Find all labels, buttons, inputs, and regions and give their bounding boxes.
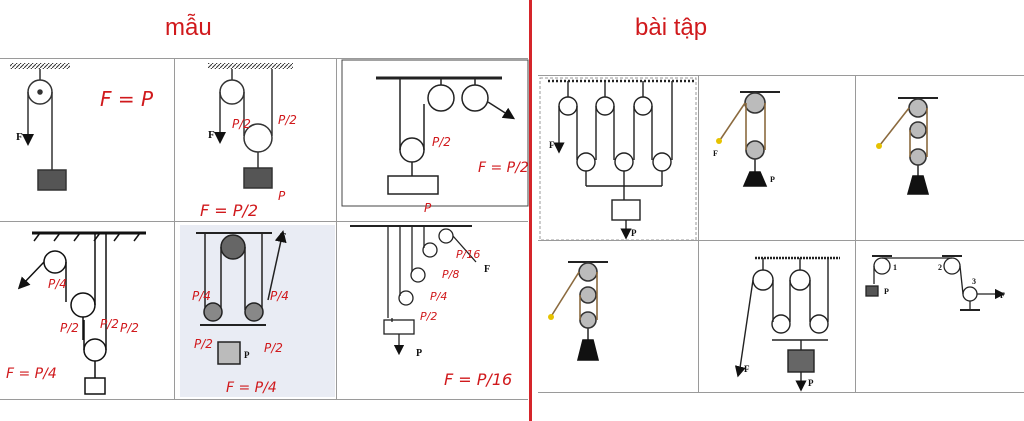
e6-weight: P — [416, 348, 422, 359]
e2-weight: P — [278, 189, 286, 203]
e2-t1: P/2 — [232, 117, 251, 131]
grid-v1-right — [698, 75, 699, 392]
grid-bottom-left — [0, 399, 528, 400]
e3-t: P/2 — [432, 135, 451, 149]
e4-d: P/2 — [120, 321, 139, 335]
e4-c: P/2 — [100, 317, 119, 331]
e5-formula: F = P/4 — [226, 380, 277, 396]
e3-formula: F = P/2 — [478, 160, 529, 176]
grid-mid-right — [538, 240, 1024, 241]
exercise-3 — [876, 97, 938, 195]
e6-c: P/4 — [430, 290, 447, 303]
weight-box — [37, 169, 67, 191]
grid-v2-left — [336, 58, 337, 400]
e6-formula: F = P/16 — [444, 370, 512, 389]
example-3 — [341, 59, 529, 207]
e4-formula: F = P/4 — [6, 366, 57, 382]
exercise-1 — [539, 77, 697, 241]
e6-a: P/16 — [456, 248, 480, 261]
ceiling — [10, 63, 70, 69]
example-5 — [180, 225, 335, 397]
e5-weight: P — [244, 350, 250, 360]
e4-b: P/2 — [60, 321, 79, 335]
e5-b: P/4 — [270, 289, 289, 303]
heading-mau: mẫu — [165, 14, 212, 41]
x6-n1: 1 — [893, 263, 897, 272]
x5-weight: P — [808, 378, 814, 388]
exercise-6 — [865, 255, 1006, 311]
e6-d: P/2 — [420, 310, 437, 323]
e6-b: P/8 — [442, 268, 459, 281]
example-6 — [350, 225, 477, 356]
exercise-4 — [548, 261, 608, 361]
grid-v2-right — [855, 75, 856, 392]
heading-bai-tap: bài tập — [635, 14, 708, 41]
e5-d: P/2 — [264, 341, 283, 355]
exercise-2 — [716, 91, 780, 187]
e2-force: F — [208, 129, 215, 141]
grid-top-right — [538, 75, 1024, 76]
x1-weight: P — [631, 228, 637, 238]
grid-mid-left — [0, 221, 528, 222]
exercise-5 — [734, 256, 840, 392]
x6-n2: 2 — [938, 263, 942, 272]
x2-force: F — [713, 149, 718, 158]
example-4 — [17, 231, 146, 395]
example-1 — [10, 63, 70, 191]
grid-top-left — [0, 58, 528, 59]
e5-a: P/4 — [192, 289, 211, 303]
grid-bottom-right — [538, 392, 1024, 393]
x6-weight: P — [884, 287, 889, 296]
e4-a: P/4 — [48, 277, 67, 291]
x1-force: F — [549, 140, 555, 150]
grid-v1-left — [174, 58, 175, 400]
e1-formula: F = P — [100, 87, 154, 111]
e6-force: F — [484, 264, 490, 275]
example-2 — [208, 63, 293, 189]
e5-force: F — [280, 232, 286, 243]
x2-weight: P — [770, 175, 775, 184]
x6-force: F — [1000, 291, 1005, 300]
e1-force: F — [16, 131, 23, 143]
x5-force: F — [744, 364, 750, 374]
e3-weight: P — [424, 201, 432, 215]
e2-t2: P/2 — [278, 113, 297, 127]
e2-formula: F = P/2 — [200, 201, 258, 220]
red-divider — [529, 0, 532, 421]
x6-n3: 3 — [972, 277, 976, 286]
e5-c: P/2 — [194, 337, 213, 351]
